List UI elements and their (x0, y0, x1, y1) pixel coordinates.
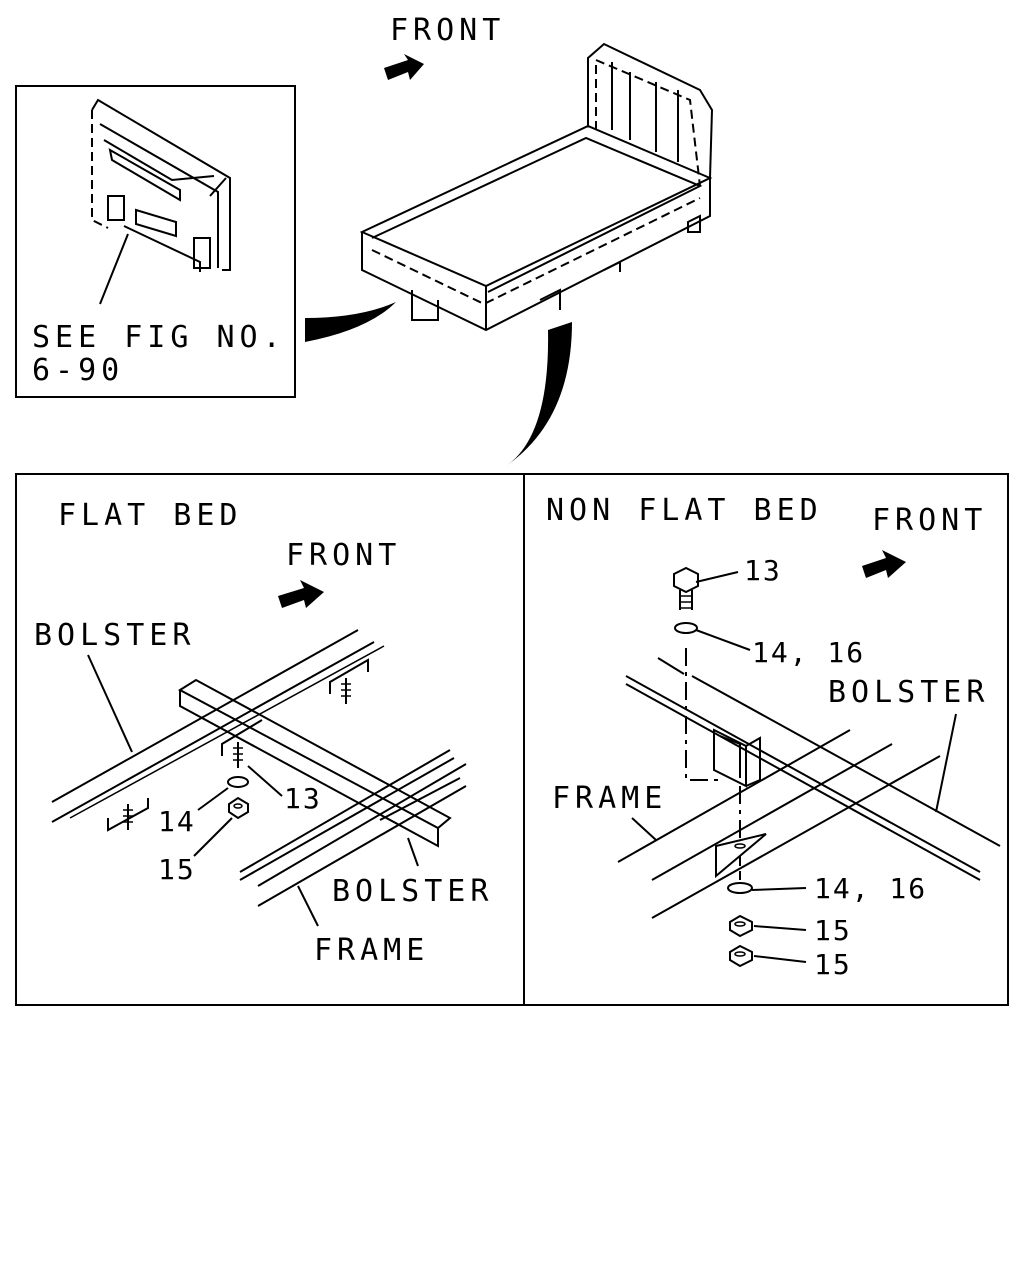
non-flat-bed-title: NON FLAT BED (546, 493, 823, 528)
washer-top-icon (674, 622, 698, 634)
nut-lower-icon (729, 944, 753, 968)
flat-bed-callout-13: 13 (284, 782, 322, 815)
non-flat-bed-front-label: FRONT (872, 503, 987, 538)
flat-bed-bolster-upper-label: BOLSTER (34, 618, 195, 653)
bolt-icon (673, 566, 699, 610)
non-flat-bed-front-arrow-icon (862, 550, 906, 578)
non-flat-bed-frame-label: FRAME (552, 781, 667, 816)
non-flat-bed-callout-14-16-lower: 14, 16 (814, 872, 927, 905)
inset-pointer-swoosh-icon (305, 302, 396, 342)
flat-bed-front-arrow-icon (278, 580, 324, 608)
nut-icon (228, 796, 249, 820)
washer-icon (227, 776, 249, 788)
detail-frame (15, 473, 1009, 1006)
stud-bolts (123, 678, 351, 830)
see-fig-number: 6-90 (32, 353, 124, 388)
non-flat-bed-callout-13: 13 (744, 554, 782, 587)
inset-box (15, 85, 296, 398)
nut-upper-icon (729, 914, 753, 938)
bracket-detail-drawing (91, 98, 231, 272)
flat-bed-front-label: FRONT (286, 538, 401, 573)
flat-bed-panel: FLAT BED FRONT (34, 498, 493, 968)
top-front-arrow-icon (384, 54, 424, 80)
flat-bed-callout-15: 15 (158, 853, 196, 886)
non-flat-bed-callout-14-16-upper: 14, 16 (752, 636, 865, 669)
detail-pointer-swoosh-icon (506, 322, 572, 466)
top-front-label: FRONT (390, 13, 505, 48)
washer-bottom-icon (727, 882, 753, 894)
inset-leader-line (99, 233, 129, 305)
non-flat-bed-panel: NON FLAT BED FRONT (546, 493, 1001, 981)
flatbed-drawing (359, 42, 714, 332)
non-flat-bed-callout-15-upper: 15 (814, 914, 852, 947)
flat-bed-bolster-lower-label: BOLSTER (332, 874, 493, 909)
flat-bed-callout-14: 14 (158, 805, 196, 838)
non-flat-bed-bolster-label: BOLSTER (828, 675, 989, 710)
non-flat-bed-callout-15-lower: 15 (814, 948, 852, 981)
overview-section: FRONT SEE FIG NO. 6-90 (15, 13, 714, 466)
see-fig-label: SEE FIG NO. (32, 320, 286, 355)
flat-bed-title: FLAT BED (58, 498, 243, 533)
flat-bed-frame-label: FRAME (314, 933, 429, 968)
